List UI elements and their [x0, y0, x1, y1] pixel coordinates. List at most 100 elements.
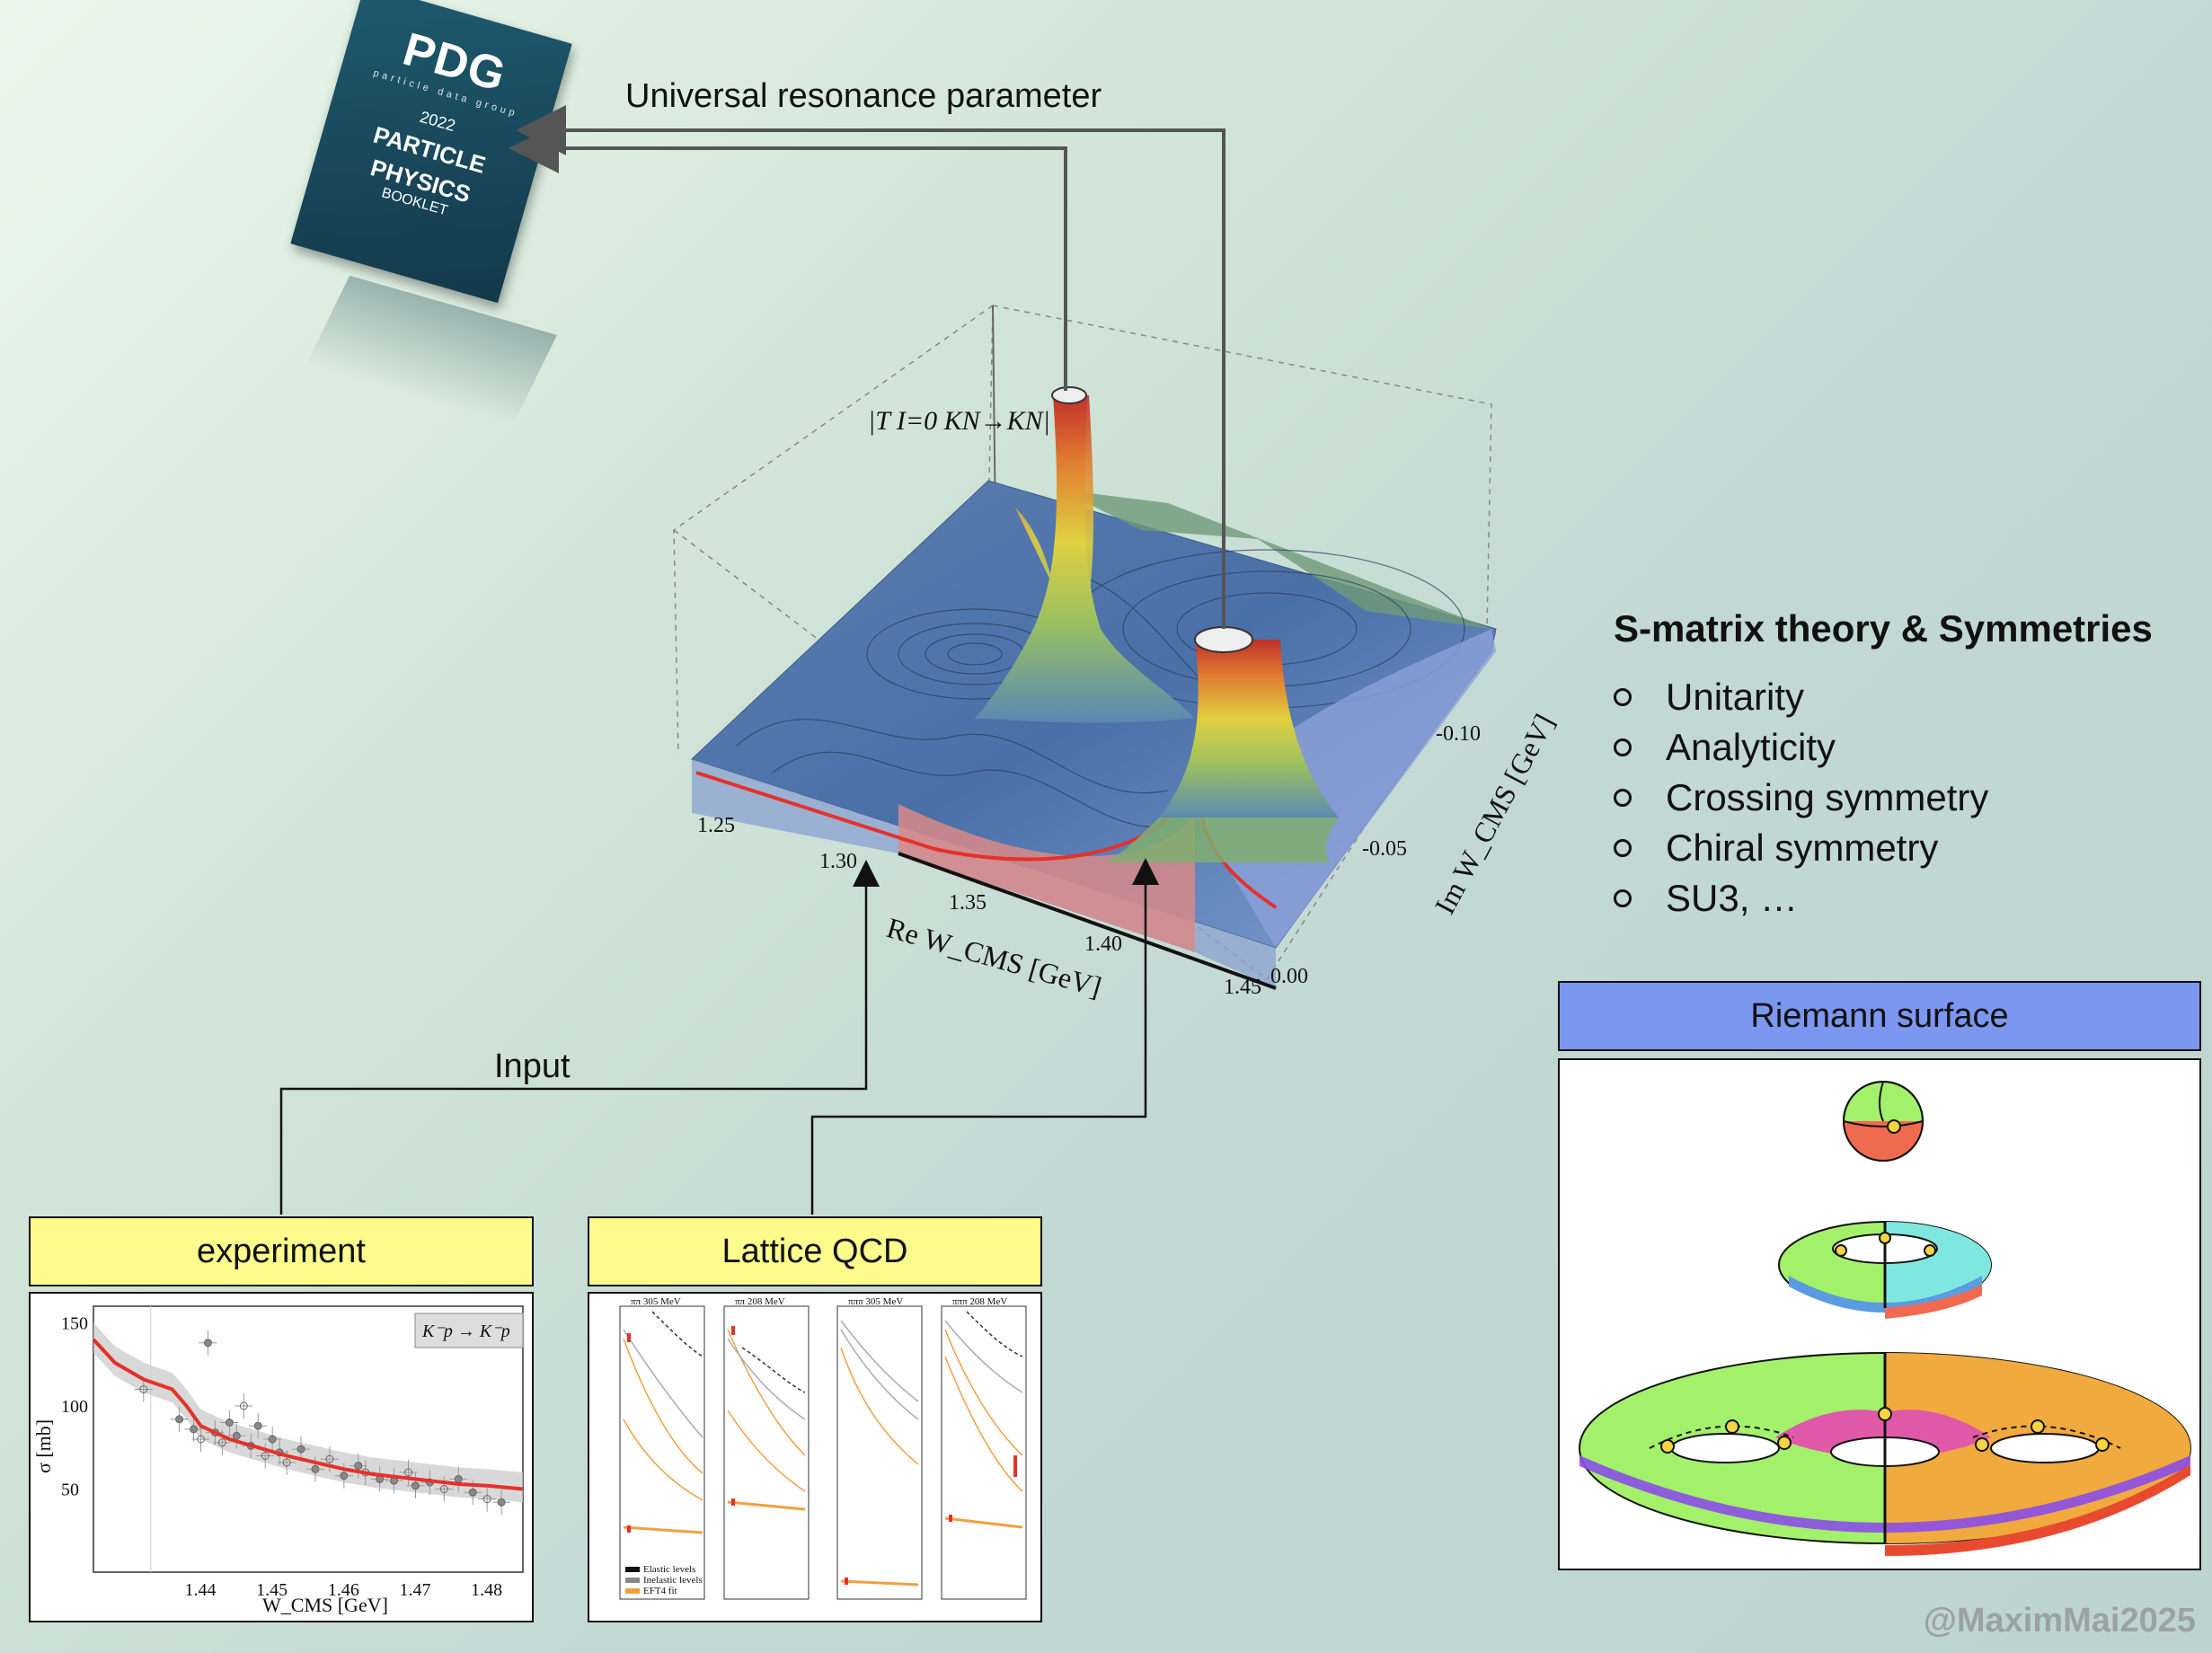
peak-2-cap: [1194, 626, 1253, 653]
exp-data-point: [482, 1495, 491, 1504]
im-tick-3: 0.00: [1270, 965, 1308, 988]
exp-data-point: [239, 1401, 248, 1410]
exp-error-bar: [191, 1427, 210, 1452]
exp-data-point: [497, 1498, 506, 1507]
experiment-label: experiment: [29, 1216, 534, 1286]
im-tick-1: -0.10: [1436, 722, 1481, 746]
peak-1-cap: [1051, 386, 1087, 404]
exp-fit-line: [92, 1338, 524, 1491]
exp-x-tick: 1.44: [185, 1580, 217, 1600]
symmetry-item: Crossing symmetry: [1608, 773, 1988, 823]
re-tick-1: 1.25: [697, 814, 735, 837]
exp-error-bar: [399, 1460, 418, 1485]
re-tick-5: 1.45: [1224, 976, 1261, 999]
peak-1: [975, 395, 1195, 719]
lattice-subpanel-1: [619, 1305, 705, 1600]
exp-data-point: [439, 1485, 448, 1493]
exp-data-point: [468, 1488, 477, 1497]
exp-data-point: [282, 1458, 291, 1467]
riemann-label: Riemann surface: [1558, 981, 2201, 1051]
lattice-title-3: πππ 305 MeV: [848, 1296, 903, 1307]
exp-error-bar: [256, 1443, 275, 1469]
exp-x-tick: 1.47: [400, 1580, 431, 1600]
symmetry-item: Analyticity: [1608, 722, 1988, 773]
peak-2-base: [1105, 818, 1339, 862]
exp-data-point: [175, 1415, 184, 1424]
bullet-icon: [1614, 738, 1632, 756]
exp-data-point: [190, 1425, 199, 1434]
lattice-subpanel-3: [836, 1305, 923, 1600]
exp-x-tick: 1.46: [328, 1580, 359, 1600]
lattice-label: Lattice QCD: [588, 1216, 1042, 1286]
exp-xlabel: W_CMS [GeV]: [262, 1594, 388, 1616]
exp-data-point: [404, 1468, 413, 1477]
exp-data-point: [340, 1472, 349, 1481]
exp-x-tick: 1.45: [256, 1580, 288, 1600]
credit-label: @MaximMai2025: [1923, 1602, 2196, 1640]
exp-plot-frame: [93, 1305, 524, 1573]
arrow-experiment-input: [279, 860, 880, 1215]
exp-error-bar: [234, 1393, 253, 1419]
exp-data-point: [411, 1481, 420, 1490]
exp-data-point: [232, 1431, 241, 1440]
exp-data-point: [354, 1462, 363, 1471]
re-tick-4: 1.40: [1084, 933, 1122, 956]
bullet-icon: [1614, 789, 1632, 807]
exp-data-point: [139, 1385, 148, 1393]
exp-data-point: [217, 1438, 226, 1447]
exp-x-tick: 1.48: [471, 1580, 502, 1600]
plot3d-zlabel: |T I=0 KN→KN|: [868, 406, 1050, 436]
symmetry-item: Unitarity: [1608, 672, 1988, 722]
riemann-illustration: [1579, 1081, 2191, 1556]
lattice-subpanel-4: [941, 1305, 1027, 1600]
exp-data-point: [268, 1435, 277, 1444]
surface-right-slice: [1195, 629, 1496, 948]
surface-back-region: [988, 481, 1491, 629]
exp-legend-label: K⁻p → K⁻p: [421, 1322, 510, 1341]
symmetry-item: SU3, …: [1608, 873, 1988, 924]
exp-ylabel: σ [mb]: [32, 1419, 55, 1473]
lattice-title-4: πππ 208 MeV: [952, 1296, 1007, 1307]
lattice-legend-3: EFT4 fit: [643, 1586, 677, 1596]
re-tick-3: 1.35: [949, 891, 987, 915]
peak-2: [1159, 640, 1339, 818]
top-arrow-label: Universal resonance parameter: [625, 77, 1102, 115]
exp-data-point: [296, 1445, 305, 1454]
exp-data-point: [325, 1454, 334, 1463]
arrow-peak2-to-pdg: [516, 105, 1225, 629]
exp-data-point: [261, 1452, 270, 1460]
exp-data-point: [203, 1339, 212, 1348]
bullet-icon: [1614, 688, 1632, 706]
lattice-legend-2: Inelastic levels: [643, 1575, 703, 1586]
re-axis-label: Re W_CMS [GeV]: [883, 911, 1105, 1003]
input-label: Input: [494, 1047, 571, 1085]
re-axis-line: [898, 852, 1277, 990]
exp-data-point: [197, 1435, 205, 1444]
bullet-icon: [1614, 839, 1632, 857]
exp-y-tick: 150: [61, 1314, 88, 1334]
symmetries-list: Unitarity Analyticity Crossing symmetry …: [1608, 672, 1988, 924]
exp-y-tick: 50: [61, 1481, 79, 1500]
lattice-panel: ππ 305 MeV ππ 208 MeV πππ 305 MeV πππ 20…: [588, 1292, 1042, 1622]
exp-data-point: [454, 1474, 463, 1483]
lattice-subpanel-2: [723, 1305, 810, 1600]
arrow-lattice-input: [810, 858, 1159, 1215]
lattice-legend-1: Elastic levels: [643, 1564, 695, 1575]
symmetry-item: Chiral symmetry: [1608, 823, 1988, 873]
lattice-illustration: ππ 305 MeV ππ 208 MeV πππ 305 MeV πππ 20…: [619, 1296, 1027, 1600]
surface-front-slice-red: [898, 804, 1195, 952]
lattice-title-2: ππ 208 MeV: [735, 1296, 785, 1307]
exp-data-point: [225, 1419, 234, 1427]
exp-legend-box: [414, 1313, 524, 1348]
bullet-icon: [1614, 889, 1632, 907]
exp-error-bar: [478, 1486, 497, 1512]
im-tick-2: -0.05: [1362, 837, 1407, 861]
re-tick-2: 1.30: [819, 850, 857, 873]
exp-data-point: [311, 1464, 320, 1473]
exp-y-tick: 100: [61, 1397, 88, 1417]
symmetries-heading: S-matrix theory & Symmetries: [1614, 607, 2153, 650]
riemann-panel: [1558, 1058, 2201, 1570]
